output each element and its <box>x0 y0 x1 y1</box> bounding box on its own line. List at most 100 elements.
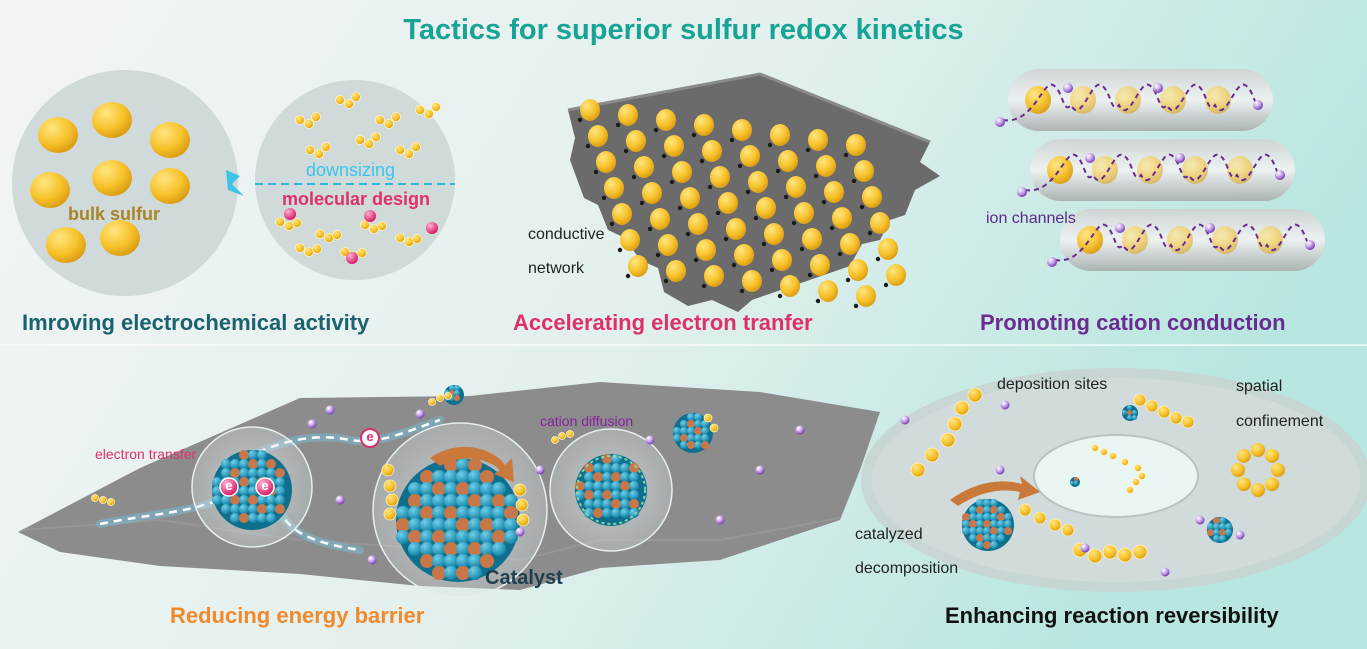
cation <box>325 405 335 415</box>
catalyst-atom <box>420 554 434 568</box>
sulfur-particle <box>840 233 860 255</box>
catalyst-atom <box>1127 405 1132 410</box>
catalyst-atom <box>680 441 688 449</box>
sulfur-molecule <box>516 513 530 527</box>
catalyst-atom <box>248 450 258 460</box>
dopant-atom <box>426 222 438 234</box>
catalyst-atom <box>584 499 594 509</box>
sulfur-particle <box>856 285 876 307</box>
rotation-arrow-icon <box>430 446 514 482</box>
carbon-dot <box>859 204 865 210</box>
sulfur-ring-atom <box>1251 483 1265 497</box>
sulfur-molecule <box>321 142 331 152</box>
catalyst-atom <box>444 554 458 568</box>
catalyst-atom <box>456 554 470 568</box>
catalyst-atom <box>221 495 231 505</box>
carbon-dot <box>663 278 669 284</box>
ion-path <box>1024 153 1286 192</box>
sulfur-ring-atom <box>1251 443 1265 457</box>
sulfur-particle <box>658 234 678 256</box>
sulfur-particle <box>794 202 814 224</box>
sulfur-chain <box>1157 405 1171 419</box>
ion-path <box>1054 223 1316 262</box>
cation <box>755 465 765 475</box>
sulfur-particle <box>870 212 890 234</box>
catalyst-atom <box>266 513 276 523</box>
catalyst-atom <box>456 470 470 484</box>
catalyst-atom <box>990 541 998 549</box>
sulfur-particle <box>1025 86 1051 114</box>
carbon-dot <box>783 194 789 200</box>
sulfur-particle <box>1115 86 1141 114</box>
ion-path <box>1002 83 1264 122</box>
cation <box>335 495 345 505</box>
catalyst-atom <box>444 566 458 580</box>
carbon-dot <box>799 246 805 252</box>
sulfur-particle <box>680 187 700 209</box>
catalyst-large <box>396 458 520 582</box>
catalyst-atom <box>1219 529 1226 536</box>
catalyst-atom <box>969 534 977 542</box>
reversibility-panel <box>861 368 1367 592</box>
catalyst-atom <box>997 520 1005 528</box>
sulfur-particle <box>612 203 632 225</box>
catalyst-atom <box>468 482 482 496</box>
catalyst-atom <box>611 490 621 500</box>
sulfur-particle <box>808 129 828 151</box>
downsizing-label: downsizing <box>306 160 396 180</box>
catalyst-atom <box>456 566 470 580</box>
sulfur-chain <box>1018 503 1032 517</box>
sulfur-chain <box>1132 478 1140 486</box>
carbon-dot <box>767 142 773 148</box>
catalyst-atom <box>962 520 970 528</box>
electron-symbol: e <box>366 429 374 444</box>
catalyst-atom <box>468 566 482 580</box>
sulfur-particle <box>832 207 852 229</box>
catalyst-atom <box>492 482 506 496</box>
sulfur-chain <box>954 400 970 416</box>
sulfur-molecule <box>404 149 414 159</box>
carbon-dot <box>639 200 645 206</box>
catalyst-atom <box>997 513 1005 521</box>
sulfur-particle <box>1227 156 1253 184</box>
carbon-dot <box>699 158 705 164</box>
catalyst-atom <box>408 494 422 508</box>
catalyst-atom <box>257 459 267 469</box>
catalyst-floating <box>673 413 713 453</box>
sulfur-molecule <box>558 432 566 440</box>
catalyst-atom <box>230 495 240 505</box>
carbon-dot <box>791 220 797 226</box>
catalyst-atom <box>1074 477 1078 481</box>
cation <box>1000 400 1010 410</box>
sulfur-particle <box>756 197 776 219</box>
catalyst-atom <box>701 427 709 435</box>
carbon-dot <box>845 277 851 283</box>
carbon-dot <box>875 256 881 262</box>
sulfur-molecule <box>107 498 115 506</box>
sulfur-particle <box>1167 226 1193 254</box>
catalyst-atom <box>275 495 285 505</box>
catalyst-atom <box>456 494 470 508</box>
sheet-sulfur-particles <box>580 99 906 307</box>
sulfur-particle <box>642 182 662 204</box>
network-label-line2: network <box>528 260 585 277</box>
sulfur-chain <box>940 432 956 448</box>
catalyst-atom <box>449 385 455 391</box>
sulfur-molecule <box>304 119 314 129</box>
cation <box>1235 530 1245 540</box>
sulfur-molecule <box>384 119 394 129</box>
catalyst-atom <box>257 450 267 460</box>
sulfur-molecule <box>292 218 302 228</box>
catalyst-atom <box>575 490 585 500</box>
sulfur-particle <box>886 264 906 286</box>
sulfur-molecule <box>385 493 399 507</box>
sulfur-molecule <box>709 423 719 433</box>
cation <box>995 117 1005 127</box>
carbon-dot <box>731 262 737 268</box>
sulfur-chain <box>1134 464 1142 472</box>
dopant-atom <box>284 208 296 220</box>
catalyst-atom <box>629 499 639 509</box>
catalyst-atom <box>1004 513 1012 521</box>
catalyst-atom <box>468 542 482 556</box>
